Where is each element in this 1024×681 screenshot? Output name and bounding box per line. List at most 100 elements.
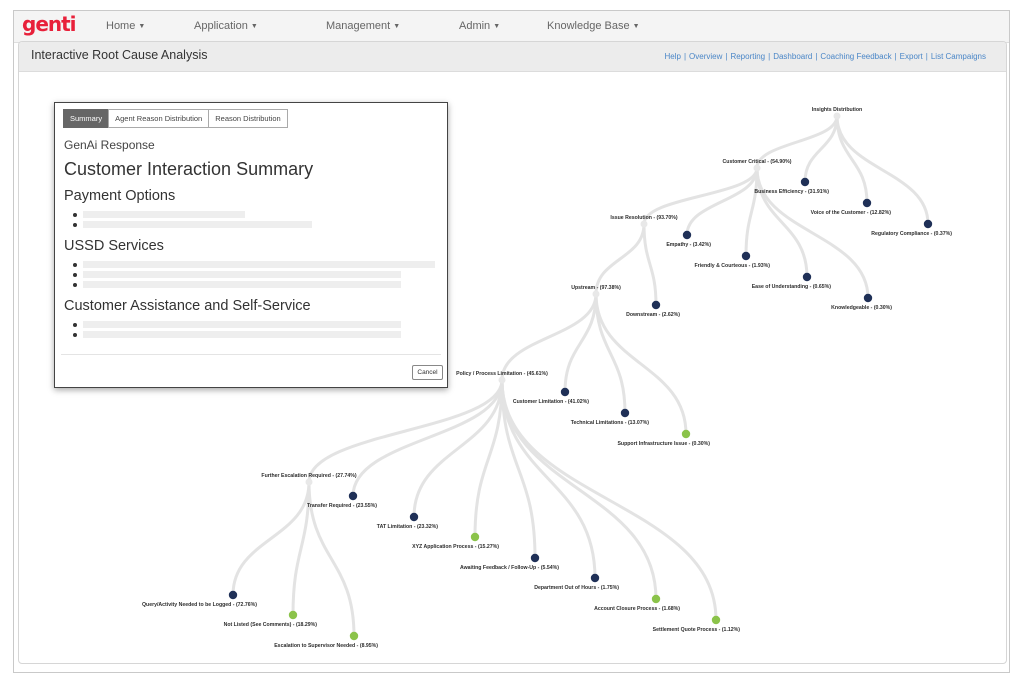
- tree-node-cc[interactable]: Customer Critical - (54.90%): [723, 159, 792, 172]
- tree-node-xyz[interactable]: XYZ Application Process - (15.27%): [412, 532, 499, 550]
- tree-node-marker[interactable]: [560, 387, 570, 397]
- tree-node-marker[interactable]: [741, 251, 751, 261]
- tree-node-tr[interactable]: Transfer Required - (23.55%): [307, 491, 377, 509]
- link-separator: |: [725, 52, 728, 61]
- tree-link: [755, 167, 809, 278]
- tree-link: [594, 223, 646, 295]
- modal-divider: [61, 354, 441, 355]
- tree-node-label: Customer Critical - (54.90%): [723, 159, 792, 165]
- tree-node-label: Issue Resolution - (93.70%): [610, 215, 677, 221]
- tree-node-tat[interactable]: TAT Limitation - (23.32%): [377, 512, 438, 530]
- tree-node-marker[interactable]: [228, 590, 238, 600]
- tree-node-nl[interactable]: Not Listed (See Comments) - (18.29%): [224, 610, 318, 628]
- tree-node-eou[interactable]: Ease of Understanding - (0.65%): [752, 272, 832, 290]
- tree-node-voc[interactable]: Voice of the Customer - (12.82%): [811, 198, 892, 216]
- export-link[interactable]: Export: [899, 52, 923, 61]
- section-heading-customer-assistance: Customer Assistance and Self-Service: [64, 298, 311, 314]
- tree-link: [291, 481, 311, 616]
- nav-application-label: Application: [194, 20, 248, 32]
- tree-node-root[interactable]: Insights Distribution: [812, 107, 862, 120]
- reporting-link[interactable]: Reporting: [730, 52, 766, 61]
- tree-link: [500, 379, 718, 621]
- tree-node-kn[interactable]: Knowledgeable - (0.30%): [831, 293, 892, 311]
- redacted-text: [83, 211, 245, 218]
- top-navigation-bar: genti Home▼ Application▼ Management▼ Adm…: [14, 11, 1009, 43]
- tree-node-afu[interactable]: Awaiting Feedback / Follow-Up - (5.54%): [460, 553, 559, 571]
- tree-node-marker[interactable]: [349, 631, 359, 641]
- dashboard-link[interactable]: Dashboard: [773, 52, 813, 61]
- redacted-text: [83, 261, 435, 268]
- tree-node-emp[interactable]: Empathy - (3.42%): [666, 230, 711, 248]
- tree-node-rc[interactable]: Regulatory Compliance - (0.37%): [871, 219, 952, 237]
- tree-node-marker[interactable]: [800, 177, 810, 187]
- tree-node-marker[interactable]: [409, 512, 419, 522]
- tab-agent-reason-distribution[interactable]: Agent Reason Distribution: [108, 109, 210, 128]
- tree-node-marker[interactable]: [651, 594, 661, 604]
- tree-node-marker[interactable]: [620, 408, 630, 418]
- tree-node-label: Settlement Quote Process - (1.12%): [653, 627, 741, 633]
- tree-node-marker[interactable]: [651, 300, 661, 310]
- tree-node-marker[interactable]: [530, 553, 540, 563]
- tree-node-down[interactable]: Downstream - (2.62%): [626, 300, 680, 318]
- help-link[interactable]: Help: [664, 52, 681, 61]
- tree-node-label: Escalation to Supervisor Needed - (8.95%…: [274, 643, 378, 649]
- tree-link: [500, 379, 597, 579]
- tree-node-fer[interactable]: Further Escalation Required - (27.74%): [261, 473, 357, 486]
- tree-node-marker[interactable]: [348, 491, 358, 501]
- tree-node-marker[interactable]: [833, 112, 841, 120]
- coaching-feedback-link[interactable]: Coaching Feedback: [820, 52, 892, 61]
- tree-node-marker[interactable]: [470, 532, 480, 542]
- chevron-down-icon: ▼: [138, 22, 146, 30]
- nav-home[interactable]: Home▼: [106, 20, 145, 32]
- tree-node-label: Query/Activity Needed to be Logged - (72…: [142, 602, 257, 608]
- tree-node-marker[interactable]: [863, 293, 873, 303]
- tree-node-qa[interactable]: Query/Activity Needed to be Logged - (72…: [142, 590, 257, 608]
- tree-link: [500, 293, 598, 381]
- nav-application[interactable]: Application▼: [194, 20, 258, 32]
- tree-node-marker[interactable]: [305, 478, 313, 486]
- tree-node-marker[interactable]: [923, 219, 933, 229]
- tree-node-dooh[interactable]: Department Out of Hours - (1.75%): [534, 573, 619, 591]
- tree-node-marker[interactable]: [753, 164, 761, 172]
- tree-node-ir[interactable]: Issue Resolution - (93.70%): [610, 215, 678, 228]
- tree-node-marker[interactable]: [590, 573, 600, 583]
- tree-node-marker[interactable]: [802, 272, 812, 282]
- tree-node-acp[interactable]: Account Closure Process - (1.68%): [594, 594, 680, 612]
- tree-node-marker[interactable]: [592, 290, 600, 298]
- tree-link: [755, 115, 839, 169]
- cancel-button[interactable]: Cancel: [412, 365, 443, 380]
- tree-node-cl[interactable]: Customer Limitation - (41.02%): [513, 387, 589, 405]
- app-window: genti Home▼ Application▼ Management▼ Adm…: [13, 10, 1010, 673]
- tree-node-sqp[interactable]: Settlement Quote Process - (1.12%): [653, 615, 741, 633]
- tree-node-tl[interactable]: Technical Limitations - (13.07%): [571, 408, 650, 426]
- tree-node-sii[interactable]: Support Infrastructure Issue - (0.30%): [617, 429, 710, 447]
- nav-management[interactable]: Management▼: [326, 20, 400, 32]
- tree-node-marker[interactable]: [498, 376, 506, 384]
- tab-reason-distribution[interactable]: Reason Distribution: [208, 109, 288, 128]
- tree-node-marker[interactable]: [640, 220, 648, 228]
- redacted-text: [83, 281, 401, 288]
- nav-knowledge-base[interactable]: Knowledge Base▼: [547, 20, 640, 32]
- tree-node-ppl[interactable]: Policy / Process Limitation - (45.61%): [456, 371, 548, 384]
- tree-node-esn[interactable]: Escalation to Supervisor Needed - (8.95%…: [274, 631, 378, 649]
- nav-knowledge-base-label: Knowledge Base: [547, 20, 630, 32]
- tree-node-marker[interactable]: [862, 198, 872, 208]
- tab-summary[interactable]: Summary: [63, 109, 110, 128]
- tree-node-up[interactable]: Upstream - (97.38%): [571, 285, 621, 298]
- tree-node-fc[interactable]: Friendly & Courteous - (1.93%): [694, 251, 770, 269]
- tree-node-label: Policy / Process Limitation - (45.61%): [456, 371, 548, 377]
- tree-node-marker[interactable]: [682, 230, 692, 240]
- tree-node-marker[interactable]: [288, 610, 298, 620]
- tree-link: [307, 481, 356, 637]
- genti-logo[interactable]: genti: [22, 12, 77, 36]
- overview-link[interactable]: Overview: [689, 52, 723, 61]
- tree-link: [351, 379, 504, 497]
- link-separator: |: [768, 52, 771, 61]
- list-campaigns-link[interactable]: List Campaigns: [930, 52, 986, 61]
- tree-node-marker[interactable]: [681, 429, 691, 439]
- nav-admin[interactable]: Admin▼: [459, 20, 500, 32]
- tree-link: [642, 223, 658, 306]
- tree-node-be[interactable]: Business Efficiency - (31.91%): [754, 177, 829, 195]
- tree-node-marker[interactable]: [711, 615, 721, 625]
